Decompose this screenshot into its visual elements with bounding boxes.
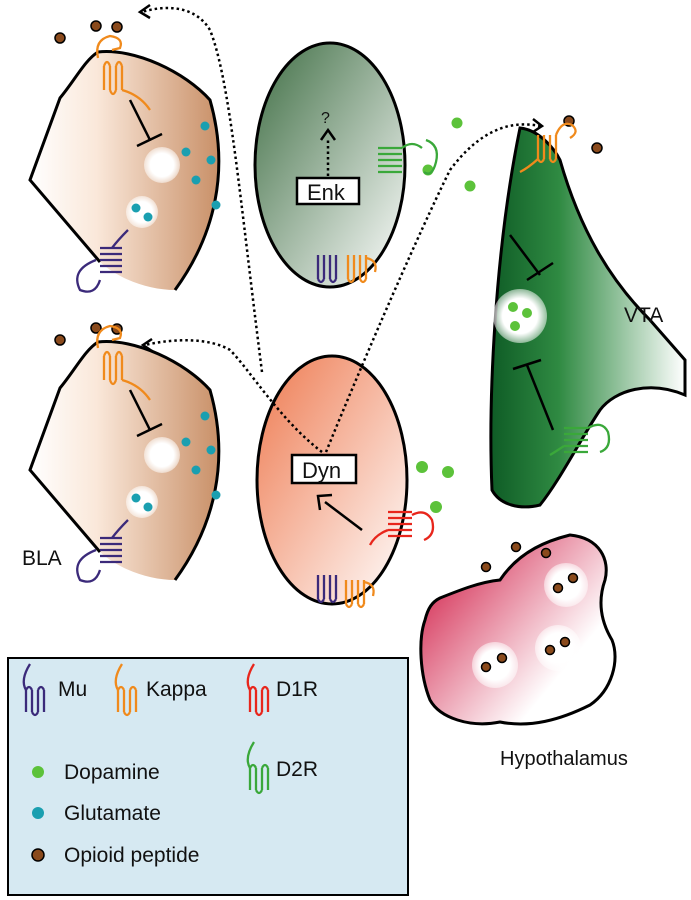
kappa-receptor-bla-top — [96, 34, 151, 111]
kappa-receptor-dyn — [344, 580, 375, 609]
d1r-receptor-dyn — [368, 510, 435, 546]
mu-receptor-enk — [316, 255, 338, 284]
enk-neuron — [253, 41, 407, 289]
legend-dopamine-dot — [32, 766, 44, 778]
legend-d1r-label: D1R — [276, 678, 318, 701]
hypothalamus-label: Hypothalamus — [500, 748, 628, 770]
bla-neuron-bottom — [28, 340, 221, 581]
legend: Mu Kappa D1R D2R Dopamine Glutamate Opio… — [7, 657, 409, 896]
kappa-receptor-bla-bottom — [96, 324, 151, 401]
legend-mu-icon — [22, 663, 46, 717]
legend-kappa-label: Kappa — [146, 678, 207, 701]
legend-glutamate-label: Glutamate — [64, 802, 161, 825]
legend-opioid-label: Opioid peptide — [64, 844, 199, 867]
glutamate-cluster-top — [181, 121, 221, 210]
question-mark: ? — [321, 110, 330, 127]
dyn-label: Dyn — [302, 458, 341, 483]
legend-d1r-icon — [246, 663, 270, 717]
legend-d2r-icon — [246, 741, 270, 795]
vta-neuron — [489, 126, 687, 509]
legend-kappa-icon — [114, 663, 138, 717]
kappa-receptor-enk — [346, 255, 377, 284]
hypothalamus-region — [419, 533, 617, 726]
bla-neuron-top — [28, 50, 221, 291]
vta-label: VTA — [624, 304, 663, 327]
legend-opioid-dot — [31, 848, 45, 862]
kappa-receptor-vta — [519, 122, 577, 174]
mu-receptor-bla-top — [76, 229, 129, 293]
opioid-peptides — [54, 20, 603, 346]
glutamate-cluster-bottom — [181, 411, 221, 500]
legend-mu-label: Mu — [58, 678, 87, 701]
legend-d2r-label: D2R — [276, 758, 318, 781]
arrowheads — [137, 3, 545, 353]
dopamine-dots — [416, 117, 476, 513]
mu-receptor-bla-bottom — [76, 519, 129, 583]
legend-dopamine-label: Dopamine — [64, 761, 160, 784]
bla-label: BLA — [22, 547, 62, 570]
d2r-receptor-enk — [378, 138, 439, 175]
enk-label: Enk — [307, 180, 346, 205]
mu-receptor-dyn — [316, 575, 338, 604]
legend-glutamate-dot — [32, 807, 44, 819]
d2r-receptor-vta — [549, 423, 611, 456]
projection-arrows — [141, 6, 541, 453]
dyn-neuron — [255, 354, 409, 606]
opioid-peptides-hypothalamus — [480, 541, 579, 673]
